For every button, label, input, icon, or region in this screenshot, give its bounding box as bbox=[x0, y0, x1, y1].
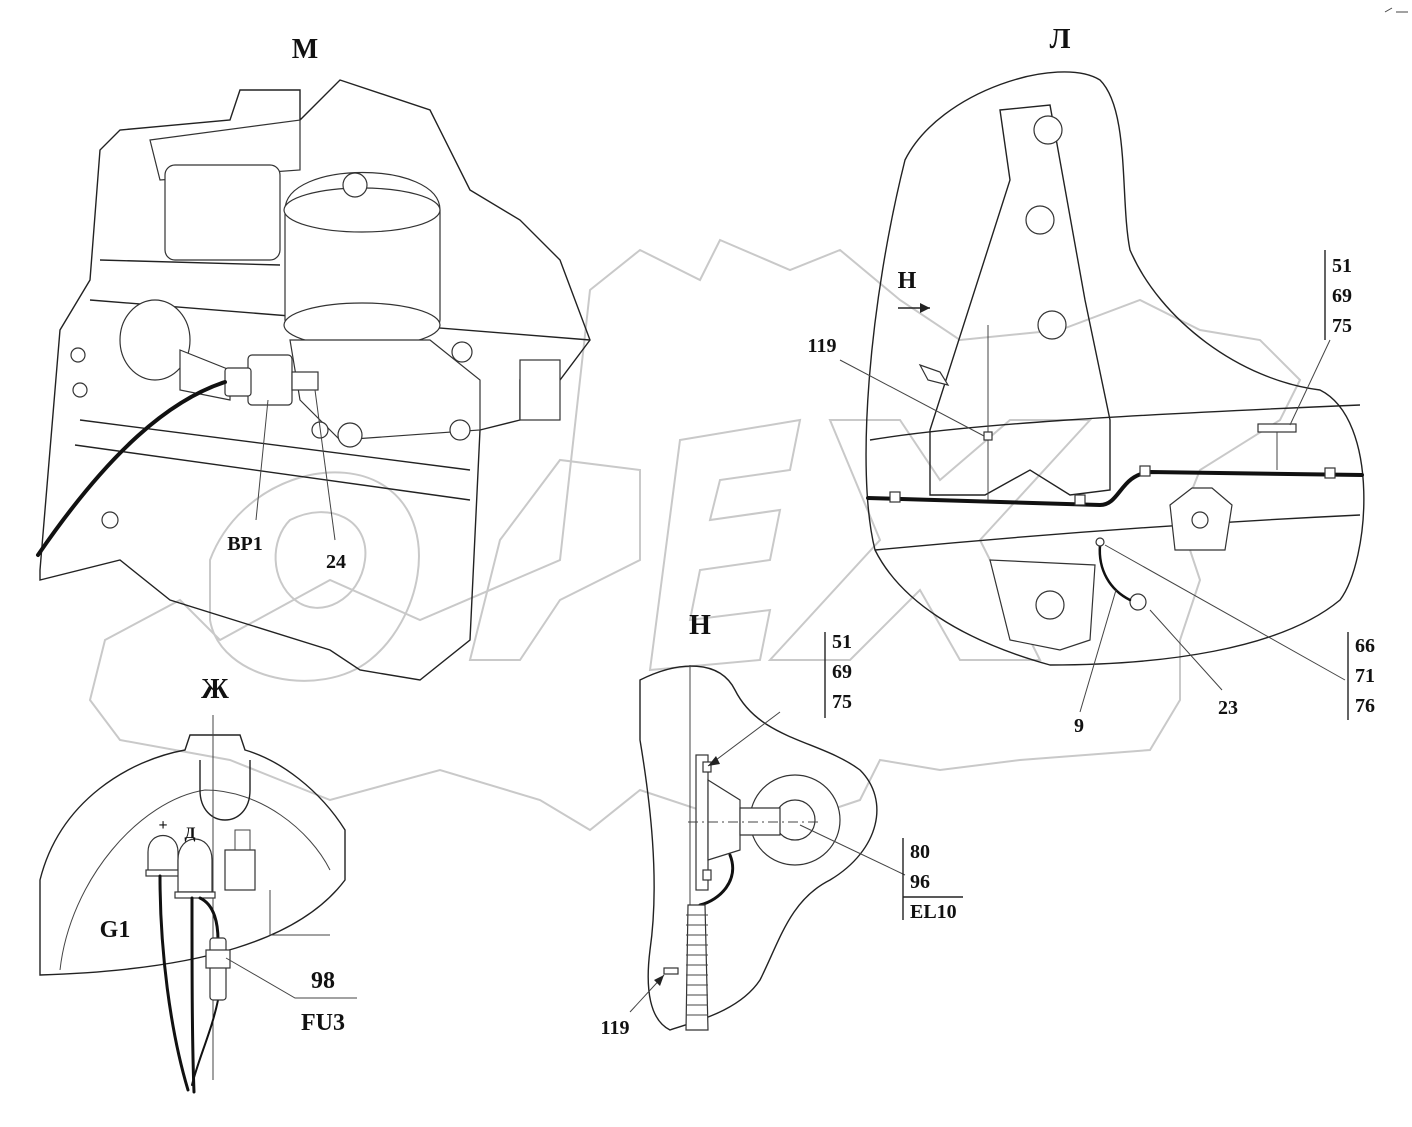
callout-119-top: 119 bbox=[808, 335, 837, 357]
callout-24: 24 bbox=[326, 551, 346, 573]
ref-96: 96 bbox=[910, 871, 930, 893]
ref-75-top: 75 bbox=[1332, 315, 1352, 337]
view-zh-battery bbox=[39, 715, 357, 1094]
view-m-engine bbox=[36, 79, 591, 681]
view-l-frame bbox=[839, 71, 1365, 720]
terminal-plus-label: + bbox=[158, 817, 167, 834]
corner-mark bbox=[1384, 7, 1408, 13]
ref-66: 66 bbox=[1355, 635, 1375, 657]
callout-23: 23 bbox=[1218, 697, 1238, 719]
opex-watermark bbox=[88, 238, 1302, 832]
callout-9: 9 bbox=[1074, 715, 1084, 737]
callout-119-bottom: 119 bbox=[601, 1017, 630, 1039]
ref-98: 98 bbox=[311, 968, 335, 994]
ref-75-mid: 75 bbox=[832, 691, 852, 713]
view-n-title: Н bbox=[689, 610, 711, 641]
ref-76: 76 bbox=[1355, 695, 1375, 717]
ref-71: 71 bbox=[1355, 665, 1375, 687]
ref-80: 80 bbox=[910, 841, 930, 863]
view-n-arrow-label: Н bbox=[898, 268, 917, 294]
callout-g1: G1 bbox=[100, 917, 131, 943]
ref-69-mid: 69 bbox=[832, 661, 852, 683]
view-zh-title: Ж bbox=[201, 674, 229, 705]
ref-51-mid: 51 bbox=[832, 631, 852, 653]
callout-bp1: BP1 bbox=[227, 533, 263, 555]
ref-51-top: 51 bbox=[1332, 255, 1352, 277]
terminal-d-label: Д bbox=[184, 825, 195, 842]
ref-fu3: FU3 bbox=[301, 1010, 345, 1036]
ref-69-top: 69 bbox=[1332, 285, 1352, 307]
view-n-lamp bbox=[629, 632, 963, 1031]
view-m-title: М bbox=[292, 34, 318, 65]
view-l-title: Л bbox=[1050, 24, 1071, 55]
ref-el10: EL10 bbox=[910, 901, 957, 923]
